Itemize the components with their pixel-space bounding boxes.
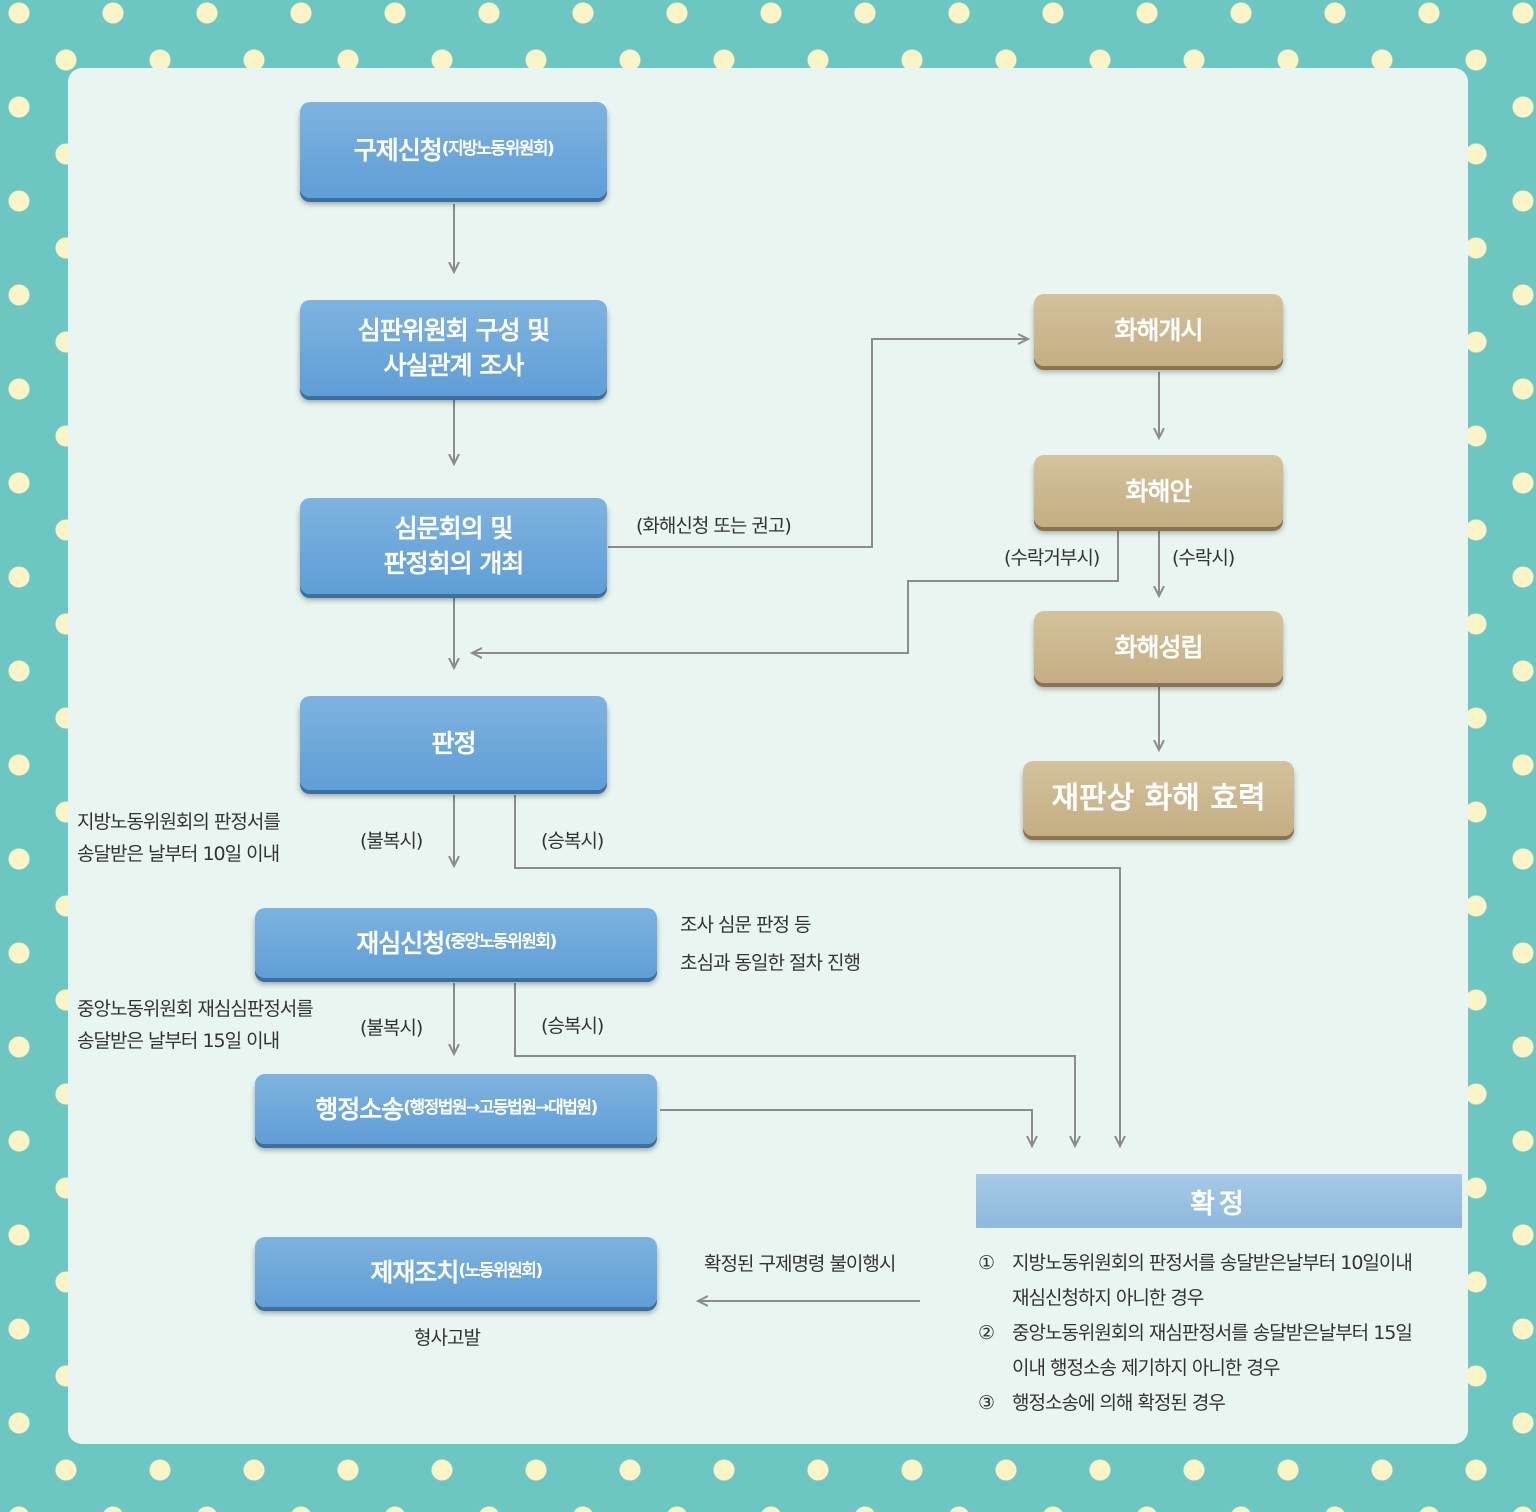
label-retrial-note-line1: 조사 심문 판정 등 [680,914,811,936]
node-remedy-main: 구제신청 [353,135,443,165]
arrow-reject-to-decision [472,530,1119,653]
label-deadline2-line2: 송달받은 날부터 15일 이내 [77,1030,280,1052]
node-lawsuit: 행정소송(행정법원→고등법원→대법원) [255,1074,657,1144]
label-accept: (수락시) [1172,547,1235,569]
node-settle-start: 화해개시 [1034,294,1283,366]
node-sanction-main: 제재조치 [370,1257,459,1287]
confirmation-item-number: ② [978,1322,995,1344]
node-retrial-main: 재심신청 [356,928,445,958]
confirmation-item-line1: 중앙노동위원회의 재심판정서를 송달받은날부터 15일 [1012,1322,1413,1344]
node-retrial-sub: (중앙노동위원회) [444,932,557,953]
confirmation-header: 확정 [976,1174,1462,1228]
label-deadline2: 중앙노동위원회 재심심판정서를 송달받은 날부터 15일 이내 [77,993,314,1057]
node-settle-plan-label: 화해안 [1125,476,1192,506]
confirmation-item-number: ③ [978,1392,995,1414]
confirmation-item-line2: 이내 행정소송 제기하지 아니한 경우 [1012,1357,1280,1379]
label-deadline2-line1: 중앙노동위원회 재심심판정서를 [77,998,314,1020]
node-settle-effect: 재판상 화해 효력 [1023,761,1294,836]
node-settle-plan: 화해안 [1034,455,1283,527]
label-objection2: (불복시) [360,1017,423,1039]
confirmation-item-line1: 행정소송에 의해 확정된 경우 [1012,1392,1226,1414]
node-committee: 심판위원회 구성 및 사실관계 조사 [300,300,607,396]
node-sanction: 제재조치(노동위원회) [255,1237,657,1307]
node-settle-made-label: 화해성립 [1114,632,1203,662]
node-decision-label: 판정 [431,728,476,758]
node-hearing: 심문회의 및 판정회의 개최 [300,498,607,594]
confirmation-item-line1: 지방노동위원회의 판정서를 송달받은날부터 10일이내 [1012,1252,1413,1274]
arrow-comply1-to-confirmation [514,795,1120,1146]
label-deadline1-line1: 지방노동위원회의 판정서를 [77,811,281,833]
node-lawsuit-sub: (행정법원→고등법원→대법원) [403,1098,598,1119]
confirmation-item: ③ 행정소송에 의해 확정된 경우 [978,1386,1468,1421]
label-comply1: (승복시) [541,830,604,852]
node-decision: 판정 [300,696,607,790]
node-settle-made: 화해성립 [1034,611,1283,683]
arrow-hearing-to-settle-start [608,339,1028,548]
node-remedy-request: 구제신청(지방노동위원회) [300,102,607,198]
node-hearing-line2: 판정회의 개최 [383,549,525,578]
node-committee-line2: 사실관계 조사 [383,351,525,380]
confirmation-item: ① 지방노동위원회의 판정서를 송달받은날부터 10일이내 재심신청하지 아니한… [978,1246,1468,1316]
arrow-comply2-to-confirmation [514,983,1075,1146]
label-objection1: (불복시) [360,830,423,852]
arrow-lawsuit-to-confirmation [660,1109,1032,1146]
label-reject: (수락거부시) [1004,547,1100,569]
label-criminal: 형사고발 [414,1327,481,1349]
label-deadline1-line2: 송달받은 날부터 10일 이내 [77,843,280,865]
label-deadline1: 지방노동위원회의 판정서를 송달받은 날부터 10일 이내 [77,806,281,870]
label-retrial-note: 조사 심문 판정 등 초심과 동일한 절차 진행 [680,906,861,982]
confirmation-list: ① 지방노동위원회의 판정서를 송달받은날부터 10일이내 재심신청하지 아니한… [978,1246,1468,1421]
node-committee-line1: 심판위원회 구성 및 [357,316,550,345]
node-retrial: 재심신청(중앙노동위원회) [255,908,657,978]
label-comply2: (승복시) [541,1015,604,1037]
label-noncompliance: 확정된 구제명령 불이행시 [704,1253,896,1275]
node-settle-effect-label: 재판상 화해 효력 [1051,780,1266,816]
confirmation-item-line2: 재심신청하지 아니한 경우 [1012,1287,1204,1309]
node-remedy-sub: (지방노동위원회) [441,139,555,160]
confirmation-item: ② 중앙노동위원회의 재심판정서를 송달받은날부터 15일 이내 행정소송 제기… [978,1316,1468,1386]
node-hearing-line1: 심문회의 및 [394,514,514,543]
node-lawsuit-main: 행정소송 [315,1094,404,1124]
node-sanction-sub: (노동위원회) [458,1261,543,1282]
label-retrial-note-line2: 초심과 동일한 절차 진행 [680,952,861,974]
confirmation-item-number: ① [978,1252,995,1274]
label-settle-request: (화해신청 또는 권고) [636,515,792,537]
node-settle-start-label: 화해개시 [1114,315,1203,345]
